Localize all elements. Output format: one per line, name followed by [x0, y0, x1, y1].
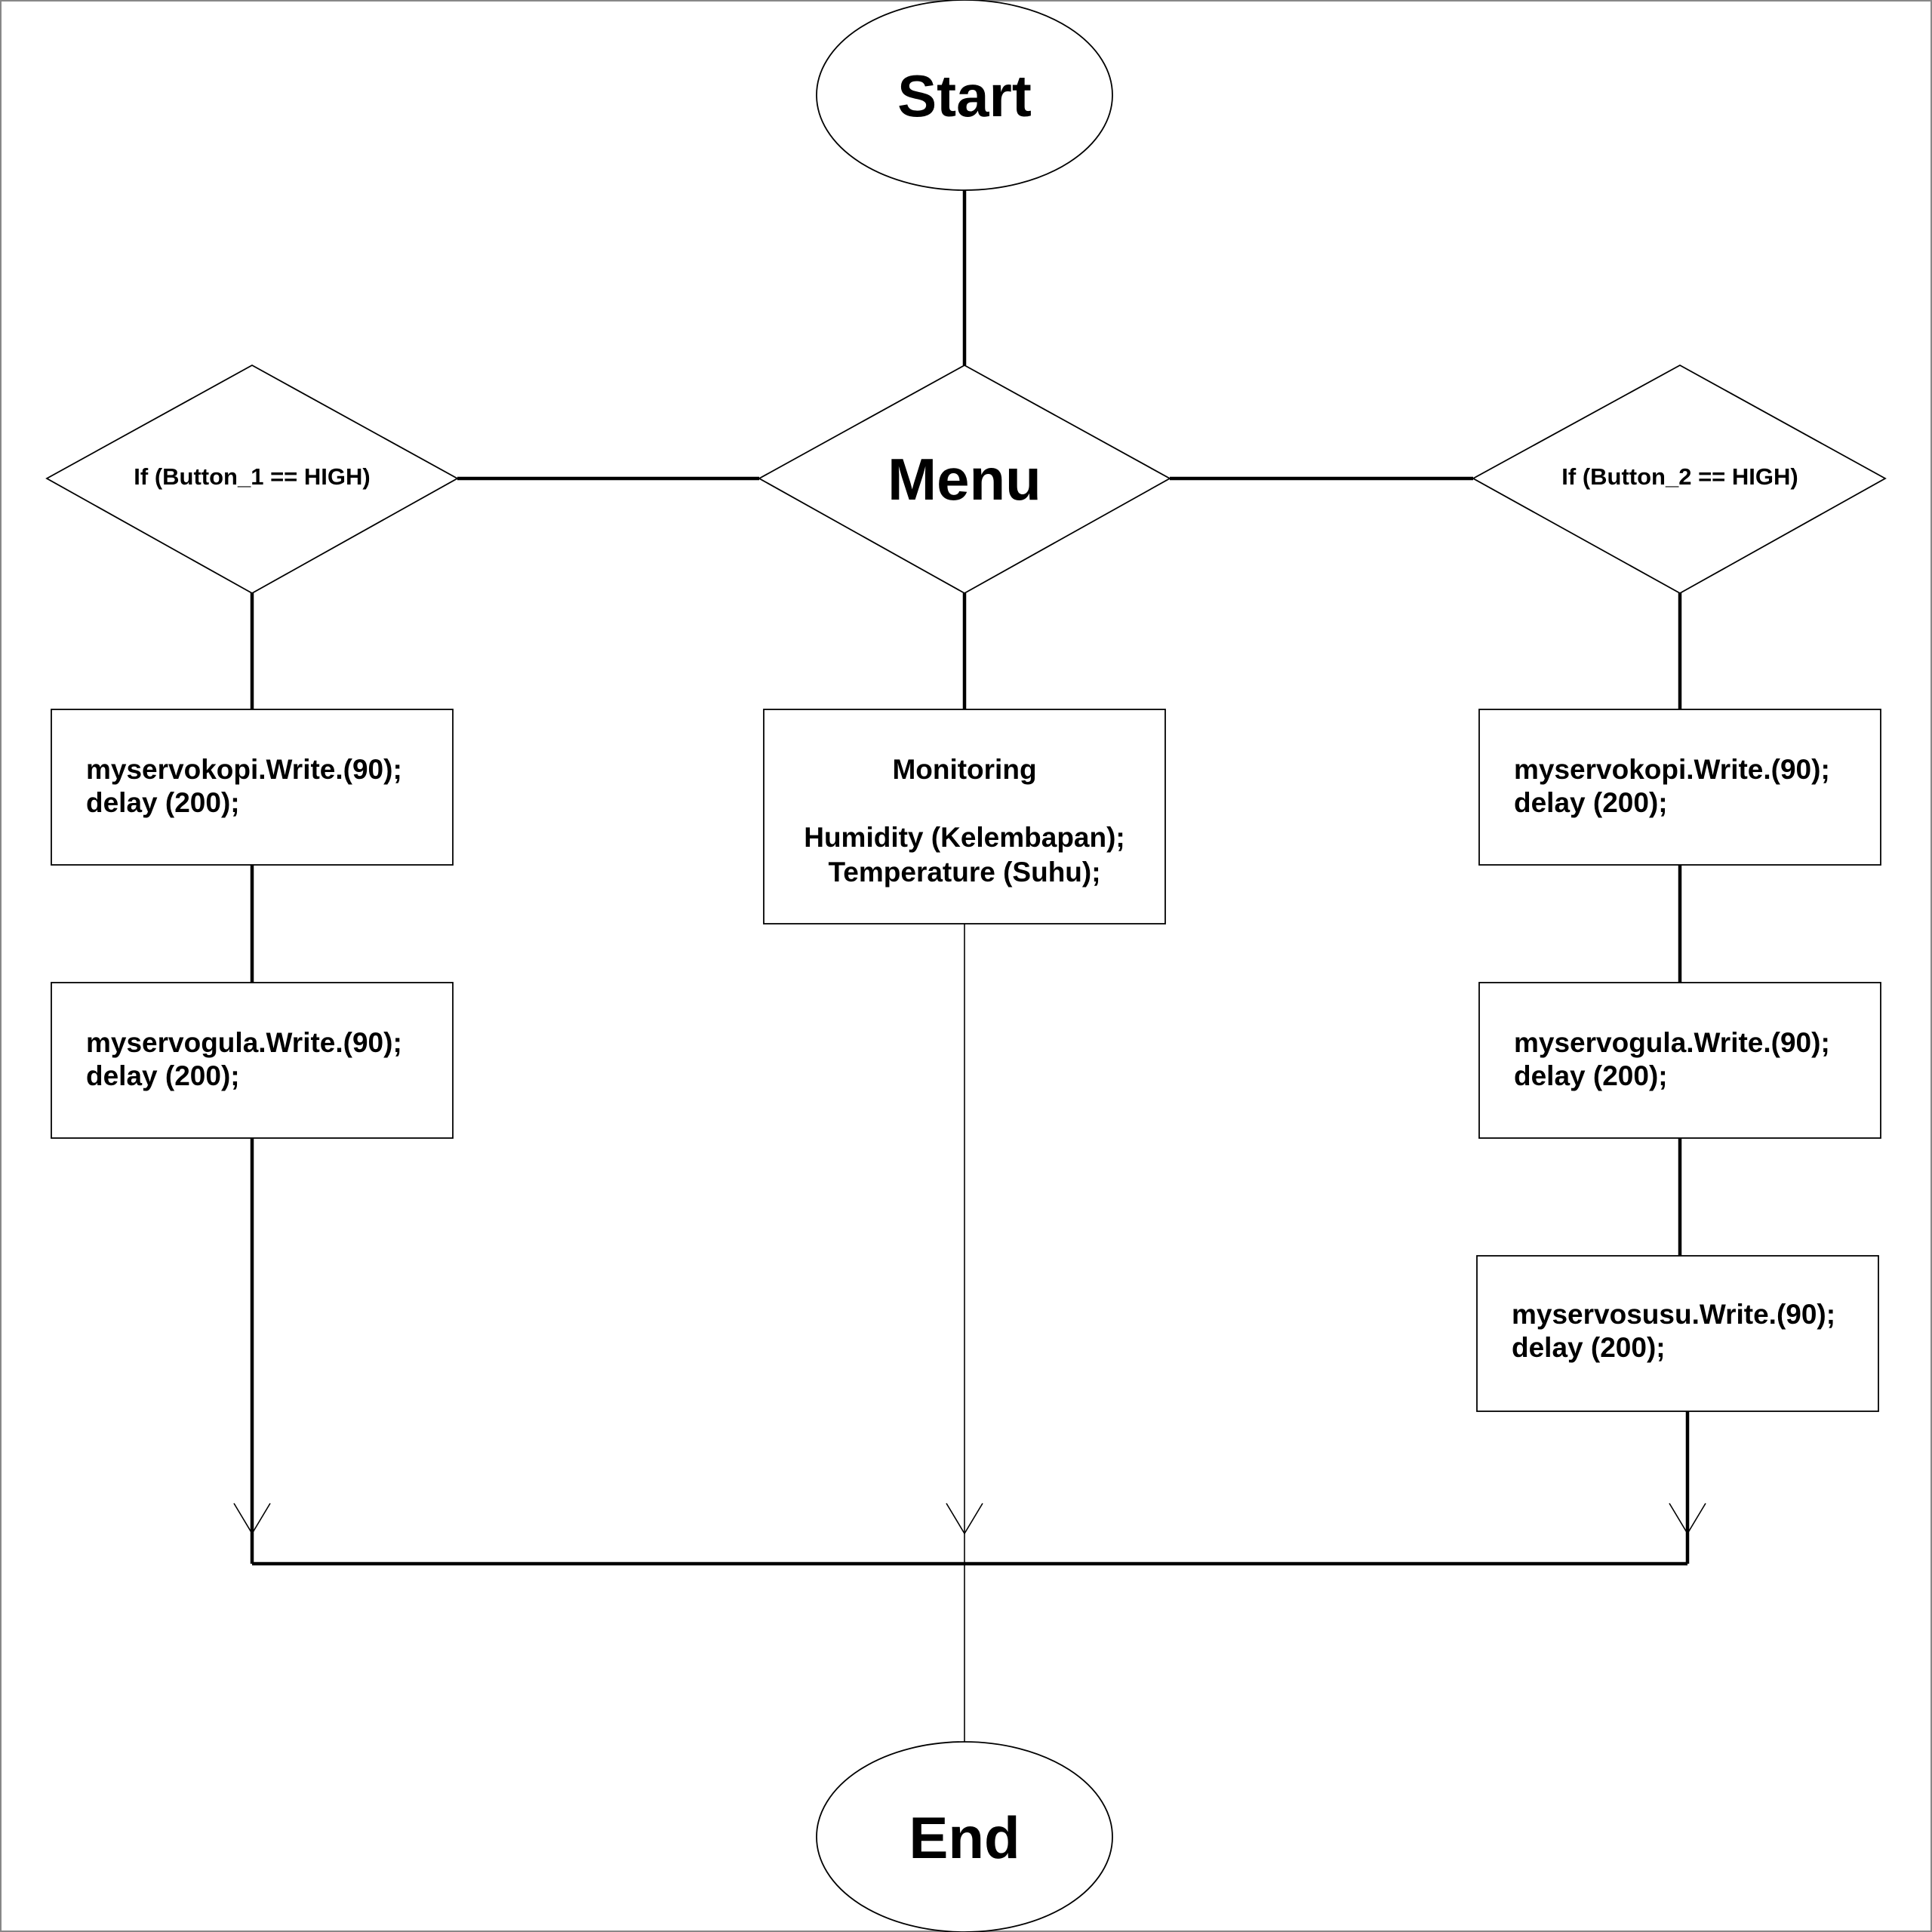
menu-decision: Menu [758, 364, 1171, 595]
monitoring-line: Temperature (Suhu); [828, 857, 1100, 888]
start-ellipse [816, 0, 1113, 191]
end-ellipse [816, 1741, 1113, 1932]
end-terminator: End [816, 1741, 1113, 1932]
start-label: Start [897, 63, 1032, 129]
arrow-center-icon [946, 1503, 983, 1535]
right-step-3: myservosusu.Write.(90); delay (200); [1476, 1255, 1879, 1412]
arrow-right-icon [1669, 1503, 1706, 1535]
arrow-left-icon [233, 1503, 271, 1535]
right-step-3-line: delay (200); [1512, 1332, 1666, 1363]
menu-diamond [758, 364, 1171, 595]
right-step-2-line: myservogula.Write.(90); [1514, 1027, 1830, 1058]
left-step-2: myservogula.Write.(90); delay (200); [51, 982, 454, 1139]
left-step-2-box [51, 982, 454, 1139]
decision-right: If (Button_2 == HIGH) [1472, 364, 1887, 595]
right-step-2: myservogula.Write.(90); delay (200); [1478, 982, 1881, 1139]
left-step-2-line: delay (200); [86, 1060, 240, 1091]
right-step-2-line: delay (200); [1514, 1060, 1668, 1091]
monitoring-box [763, 709, 1166, 924]
decision-right-label: If (Button_2 == HIGH) [1561, 463, 1798, 490]
arrowheads [233, 1503, 1706, 1535]
end-label: End [909, 1804, 1020, 1871]
connectors [250, 190, 1690, 1743]
start-terminator: Start [816, 0, 1113, 191]
right-step-1-line: myservokopi.Write.(90); [1514, 754, 1830, 785]
decision-left: If (Button_1 == HIGH) [45, 364, 459, 595]
left-step-1-line: myservokopi.Write.(90); [86, 754, 402, 785]
decision-left-diamond [45, 364, 459, 595]
monitoring-title: Monitoring [892, 754, 1036, 785]
monitoring-line: Humidity (Kelembapan); [804, 822, 1125, 853]
right-step-1-line: delay (200); [1514, 787, 1668, 818]
right-step-1-box [1478, 709, 1881, 866]
left-step-1-box [51, 709, 454, 866]
right-step-2-box [1478, 982, 1881, 1139]
right-step-1: myservokopi.Write.(90); delay (200); [1478, 709, 1881, 866]
left-step-2-line: myservogula.Write.(90); [86, 1027, 402, 1058]
right-step-3-line: myservosusu.Write.(90); [1512, 1299, 1835, 1330]
monitoring-process: Monitoring Humidity (Kelembapan); Temper… [763, 709, 1166, 924]
decision-right-diamond [1472, 364, 1887, 595]
left-step-1-line: delay (200); [86, 787, 240, 818]
menu-label: Menu [888, 446, 1041, 512]
left-step-1: myservokopi.Write.(90); delay (200); [51, 709, 454, 866]
decision-left-label: If (Button_1 == HIGH) [134, 463, 370, 490]
right-step-3-box [1476, 1255, 1879, 1412]
